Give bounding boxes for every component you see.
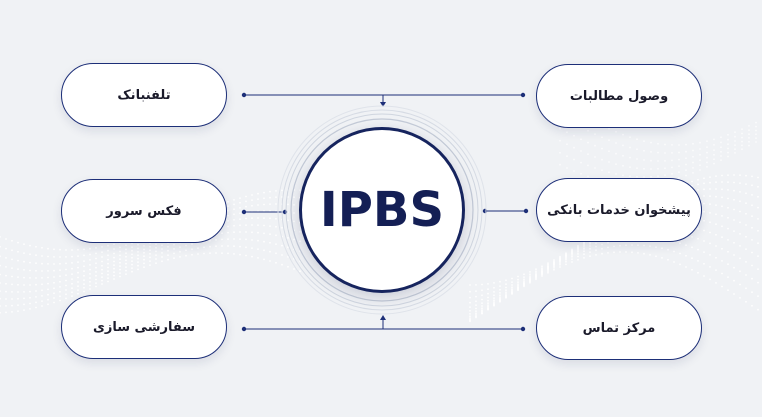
node-label: سفارشی سازی [92, 319, 196, 335]
center-circle: IPBS [299, 127, 465, 293]
connector-dot [520, 92, 526, 98]
node-left-3: سفارشی سازی [61, 295, 227, 359]
node-left-2: فکس سرور [61, 179, 227, 243]
halo-ring [281, 109, 483, 311]
node-left-1: تلفنبانک [61, 63, 227, 127]
center-label: IPBS [319, 182, 445, 238]
center-halo [277, 105, 487, 315]
center-node: IPBS [274, 102, 490, 318]
node-label: فکس سرور [106, 203, 182, 219]
halo-ring [290, 118, 474, 302]
connector-bottom-arrow [380, 315, 386, 320]
connector-dot [241, 326, 247, 332]
node-right-2: پیشخوان خدمات بانکی [536, 178, 702, 242]
node-label: تلفنبانک [117, 87, 171, 103]
connector-dot [241, 92, 247, 98]
connector-dot [241, 209, 247, 215]
node-label: وصول مطالبات [569, 88, 669, 104]
connector-dot [520, 326, 526, 332]
node-right-3: مرکز تماس [536, 296, 702, 360]
node-right-1: وصول مطالبات [536, 64, 702, 128]
connector-top-arrow [380, 102, 386, 107]
connector-dot [523, 208, 529, 214]
halo-ring [285, 113, 479, 307]
halo-ring [277, 105, 487, 315]
node-label: پیشخوان خدمات بانکی [547, 202, 691, 218]
node-label: مرکز تماس [582, 320, 656, 336]
